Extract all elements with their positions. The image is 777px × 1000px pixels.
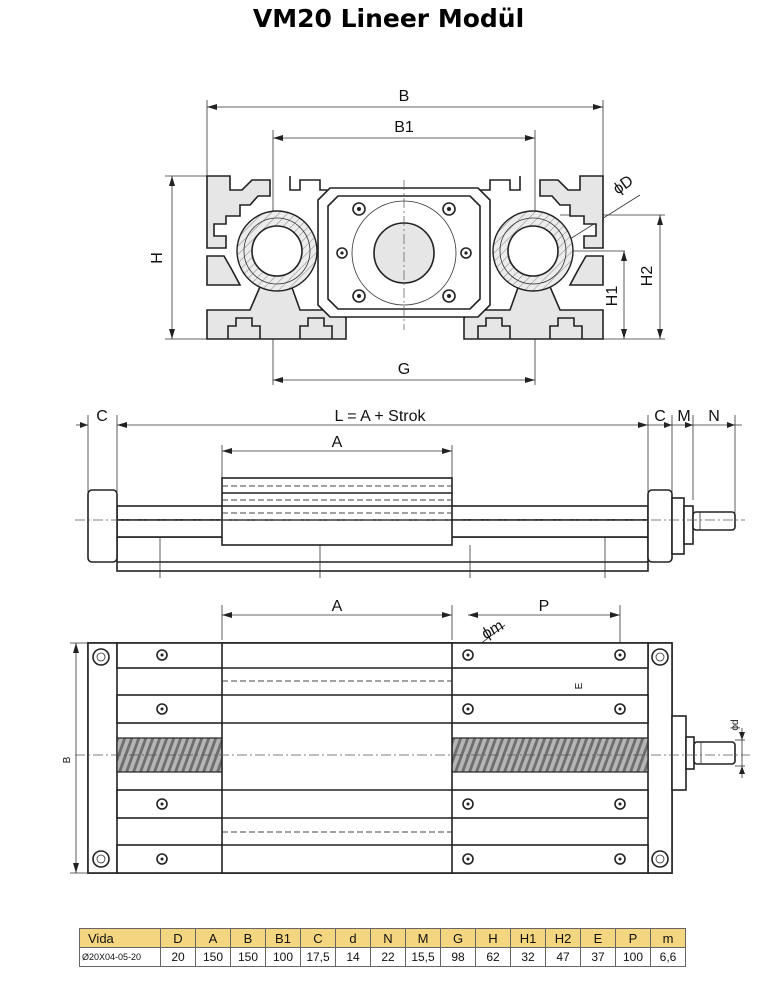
page-title: VM20 Lineer Modül xyxy=(252,4,525,33)
dim-label-m: M xyxy=(677,408,690,425)
table-header-cell: Vida xyxy=(79,928,161,948)
table-cell: 15,5 xyxy=(405,947,441,967)
table-header-row: Vida D A B B1 C d N M G H H1 H2 E P m xyxy=(79,928,686,948)
table-header-cell: E xyxy=(580,928,616,948)
table-header-cell: H1 xyxy=(510,928,546,948)
technical-drawing: B B1 H G H1 H2 ϕD xyxy=(62,88,750,874)
table-cell: 20 xyxy=(160,947,196,967)
dim-label-length: L = A + Strok xyxy=(334,408,426,425)
table-header-cell: A xyxy=(195,928,231,948)
side-view: C L = A + Strok C M N A xyxy=(75,408,745,578)
dim-label-a-top: A xyxy=(332,598,343,615)
table-header-cell: P xyxy=(615,928,651,948)
section-view: B B1 H G H1 H2 ϕD xyxy=(149,88,665,385)
dim-label-h2: H2 xyxy=(639,266,656,287)
corner-holes xyxy=(92,648,669,868)
table-cell: Ø20X04-05-20 xyxy=(79,947,161,967)
dim-label-h: H xyxy=(149,252,166,264)
table-cell: 62 xyxy=(475,947,511,967)
dim-label-phi-m: ϕm xyxy=(479,617,507,643)
spec-table: Vida D A B B1 C d N M G H H1 H2 E P m Ø2… xyxy=(79,928,686,967)
table-header-cell: N xyxy=(370,928,406,948)
table-cell: 14 xyxy=(335,947,371,967)
table-cell: 150 xyxy=(230,947,266,967)
table-cell: 17,5 xyxy=(300,947,336,967)
table-header-cell: H2 xyxy=(545,928,581,948)
rail-holes xyxy=(156,649,626,865)
table-cell: 98 xyxy=(440,947,476,967)
dim-label-b-top: B xyxy=(62,756,73,763)
table-row: Ø20X04-05-20 20 150 150 100 17,5 14 22 1… xyxy=(79,947,686,967)
dim-label-b: B xyxy=(399,88,410,105)
dim-label-phi-d-small: ϕd xyxy=(730,719,741,730)
table-header-cell: M xyxy=(405,928,441,948)
dim-label-c-left: C xyxy=(96,408,108,425)
table-cell: 47 xyxy=(545,947,581,967)
table-cell: 150 xyxy=(195,947,231,967)
table-header-cell: H xyxy=(475,928,511,948)
dim-label-h1: H1 xyxy=(604,286,621,307)
dim-label-e: E xyxy=(574,682,585,689)
table-header-cell: C xyxy=(300,928,336,948)
dim-label-g: G xyxy=(398,361,410,378)
top-view: A P ϕm E B ϕd xyxy=(62,598,750,874)
mounting-holes xyxy=(336,202,472,303)
dim-label-b1: B1 xyxy=(394,119,414,136)
dim-label-phi-d: ϕD xyxy=(610,172,637,198)
table-cell: 32 xyxy=(510,947,546,967)
table-header-cell: G xyxy=(440,928,476,948)
table-cell: 6,6 xyxy=(650,947,686,967)
table-header-cell: m xyxy=(650,928,686,948)
dim-label-a-side: A xyxy=(332,434,343,451)
dim-label-n: N xyxy=(708,408,720,425)
table-header-cell: d xyxy=(335,928,371,948)
table-header-cell: B xyxy=(230,928,266,948)
table-cell: 100 xyxy=(615,947,651,967)
table-header-cell: D xyxy=(160,928,196,948)
table-cell: 100 xyxy=(265,947,301,967)
table-cell: 22 xyxy=(370,947,406,967)
dim-label-p: P xyxy=(539,598,550,615)
dim-label-c-right: C xyxy=(654,408,666,425)
table-cell: 37 xyxy=(580,947,616,967)
table-header-cell: B1 xyxy=(265,928,301,948)
